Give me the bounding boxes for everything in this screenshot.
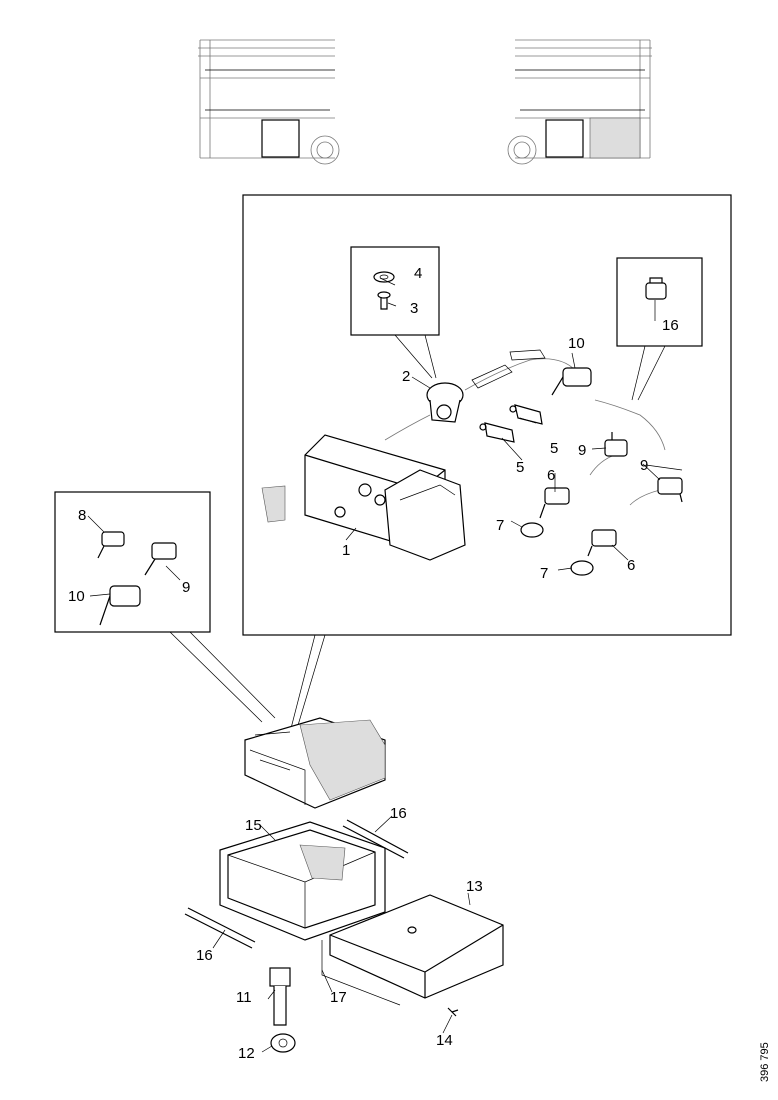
reference-number: 396 795 xyxy=(759,1042,771,1082)
connector-part xyxy=(645,277,667,300)
callout-1: 1 xyxy=(342,542,350,559)
callout-8: 8 xyxy=(78,507,86,524)
connector-8 xyxy=(97,531,125,559)
sensor-5-upper xyxy=(509,404,543,425)
callout-11: 11 xyxy=(236,989,252,1006)
callout-6-lower: 6 xyxy=(627,557,635,574)
callout-6-upper: 6 xyxy=(547,467,555,484)
connector-9-mid xyxy=(604,432,628,457)
bolt-part xyxy=(377,291,391,310)
plug-7-lower xyxy=(570,560,594,576)
connector-6-lower xyxy=(587,529,617,557)
callout-14: 14 xyxy=(436,1032,453,1049)
fuel-pump xyxy=(426,382,464,423)
callout-4: 4 xyxy=(414,265,422,282)
callout-16-inset: 16 xyxy=(662,317,679,334)
battery-tray xyxy=(219,821,386,941)
connector-10-inset xyxy=(99,585,141,626)
post-11 xyxy=(269,967,291,1026)
inset-box-connectors xyxy=(54,491,211,633)
truck-view-right xyxy=(507,39,652,165)
battery-cover xyxy=(329,894,504,999)
connector-6-upper xyxy=(539,487,570,519)
strap-16-lower xyxy=(184,907,256,949)
callout-16-upper: 16 xyxy=(390,805,407,822)
callout-15: 15 xyxy=(245,817,262,834)
callout-5-upper: 5 xyxy=(550,440,558,457)
inset-box-connector xyxy=(616,257,703,347)
callout-5-lower: 5 xyxy=(516,459,524,476)
callout-2: 2 xyxy=(402,368,410,385)
callout-9-mid: 9 xyxy=(578,442,586,459)
callout-13: 13 xyxy=(466,878,483,895)
callout-10-top: 10 xyxy=(568,335,585,352)
sensor-5-lower xyxy=(479,422,515,443)
panel-17 xyxy=(321,940,401,1006)
callout-7-upper: 7 xyxy=(496,517,504,534)
connector-9-inset xyxy=(144,542,177,576)
strap-16-upper xyxy=(342,819,409,859)
screw-14 xyxy=(447,1007,459,1017)
callout-16-lower: 16 xyxy=(196,947,213,964)
callout-9-inset: 9 xyxy=(182,579,190,596)
callout-3: 3 xyxy=(410,300,418,317)
nut-12 xyxy=(270,1033,296,1053)
heater-unit xyxy=(261,434,466,561)
callout-7-lower: 7 xyxy=(540,565,548,582)
callout-10-inset: 10 xyxy=(68,588,85,605)
callout-17: 17 xyxy=(330,989,347,1006)
engine-assembly xyxy=(244,717,386,809)
inset-box-bolt-washer xyxy=(350,246,440,336)
connector-10-top xyxy=(551,367,592,396)
connector-9-right xyxy=(657,477,683,503)
truck-view-left xyxy=(198,39,340,165)
washer-part xyxy=(373,271,395,283)
main-detail-frame xyxy=(242,194,732,636)
plug-7-upper xyxy=(520,522,544,538)
callout-9-right: 9 xyxy=(640,457,648,474)
callout-12: 12 xyxy=(238,1045,255,1062)
